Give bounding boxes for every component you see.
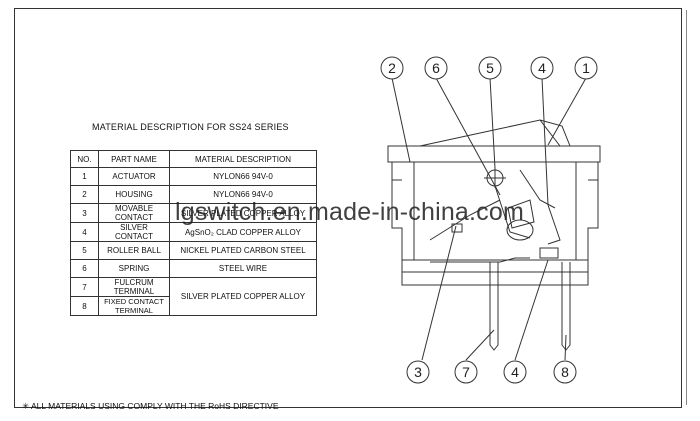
svg-text:3: 3: [414, 364, 422, 380]
table-title: MATERIAL DESCRIPTION FOR SS24 SERIES: [92, 122, 289, 132]
table-row: 7 FULCRUM TERMINAL SILVER PLATED COPPER …: [70, 277, 317, 316]
callout-3: 3: [406, 360, 430, 384]
material-table: NO. PART NAME MATERIAL DESCRIPTION 1 ACT…: [70, 150, 317, 316]
table-header-row: NO. PART NAME MATERIAL DESCRIPTION: [70, 150, 317, 168]
row-material: SILVER PLATED COPPER ALLOY: [169, 277, 317, 316]
svg-text:4: 4: [538, 60, 546, 76]
svg-text:7: 7: [462, 364, 470, 380]
svg-text:4: 4: [511, 364, 519, 380]
rohs-footer-note: ✳ ALL MATERIALS USING COMPLY WITH THE Ro…: [22, 401, 279, 411]
page-edge-line: [686, 10, 687, 405]
callout-5: 5: [478, 56, 502, 80]
watermark: lgswitch.en.made-in-china.com: [175, 198, 525, 226]
table-row: 3 MOVABLE CONTACT SILVER PLATED COPPER A…: [70, 203, 317, 223]
drawing-frame: [14, 8, 682, 408]
callouts-top: 2 6 5 4 1: [380, 56, 598, 80]
callout-2: 2: [380, 56, 404, 80]
callouts-bottom: 3 7 4 8: [406, 360, 577, 384]
callout-7: 7: [454, 360, 478, 384]
callout-8: 8: [553, 360, 577, 384]
svg-text:5: 5: [486, 60, 494, 76]
callout-6: 6: [424, 56, 448, 80]
callout-4-bottom: 4: [503, 360, 527, 384]
svg-text:6: 6: [432, 60, 440, 76]
row-part: FIXED CONTACT TERMINAL: [98, 296, 170, 316]
svg-text:1: 1: [582, 60, 590, 76]
callout-4: 4: [530, 56, 554, 80]
table-row: 8 FIXED CONTACT TERMINAL: [70, 296, 317, 316]
row-part: MOVABLE CONTACT: [98, 203, 170, 223]
callout-1: 1: [574, 56, 598, 80]
svg-text:2: 2: [388, 60, 396, 76]
table-row: 1 ACTUATOR NYLON66 94V-0: [70, 167, 317, 186]
table-row: 4 SILVER CONTACT AgSnO₂ CLAD COPPER ALLO…: [70, 222, 317, 242]
svg-text:8: 8: [561, 364, 569, 380]
